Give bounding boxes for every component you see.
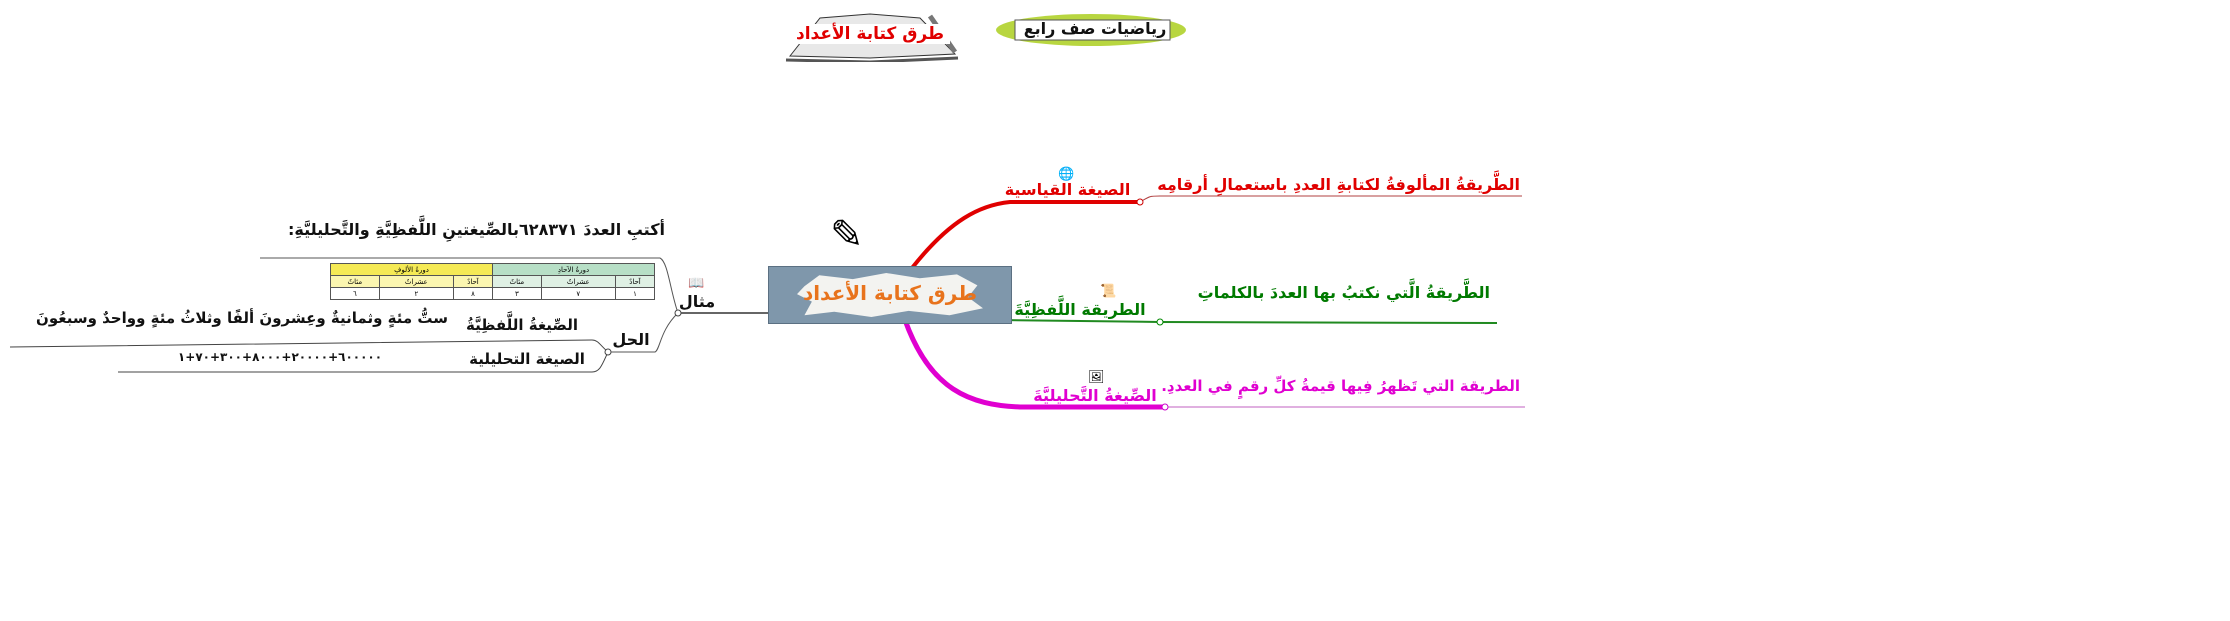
place-header: مئاتٌ [330,275,380,288]
globe-icon: 🌐 [1058,167,1075,182]
place-header: آحادٌ [452,275,494,288]
solution-label[interactable]: الحل [612,330,650,349]
branch-expanded-description: الطريقة التي تَظهرُ فِيها قيمةُ كلِّ رقم… [1161,377,1520,395]
branch-verbal-description: الطَّريقةُ الَّتي نكتبُ بها العددَ بالكل… [1197,283,1490,302]
example-question: أكتبِ العددَ ٦٢٨٣٧١بالصِّيغتينِ اللَّفظِ… [287,220,665,239]
digit-cell: ٢ [378,287,454,300]
branch-expanded-label[interactable]: الصِّيغةُ التَّحليليَّةَ [1033,386,1157,405]
verbal-form-label[interactable]: الصِّيغةُ اللَّفظِيَّةُ [466,316,578,334]
period-thousands: دورةُ الألوفِ [329,263,494,276]
expanded-form-value: ٦٠٠٠٠٠+٢٠٠٠٠+٨٠٠٠+٣٠٠+٧٠+١ [177,350,383,364]
period-ones: دورةُ الآحادِ [492,263,655,276]
digit-cell: ٨ [452,287,494,300]
center-topic-label: طرق كتابة الأعداد [802,281,978,305]
grade-badge [993,12,1188,48]
digit-cell: ٣ [492,287,542,300]
example-label[interactable]: مثال [678,292,716,311]
branch-standard-label[interactable]: الصيغة القياسية [1004,180,1131,199]
place-header: مئاتٌ [492,275,542,288]
picture-icon: 🖼 [1088,370,1105,385]
place-header: آحادٌ [614,275,656,288]
scroll-icon: 📜 [1100,284,1117,299]
digit-cell: ٧ [540,287,616,300]
verbal-form-value: ستُّ مئةٍ وثمانيةٌ وعِشرونَ ألفًا وثلاثُ… [36,309,448,327]
book-title: طرق كتابة الأعداد [790,24,950,44]
place-header: عشراتٌ [378,275,454,288]
branch-verbal-label[interactable]: الطريقة اللَّفظِيَّةَ [1014,300,1146,319]
place-value-table: دورةُ الآحادِ دورةُ الألوفِ آحادٌ عشراتٌ… [329,263,656,300]
center-topic[interactable]: طرق كتابة الأعداد [768,266,1012,324]
digit-cell: ٦ [330,287,380,300]
pencil-cup-icon: ✎ [830,212,864,258]
digit-cell: ١ [614,287,656,300]
book-small-icon: 📖 [688,276,705,291]
place-header: عشراتٌ [540,275,616,288]
grade-label: رياضيات صف رابع [1023,19,1167,38]
branch-standard-description: الطَّريقةُ المألوفةُ لكتابةِ العددِ باست… [1157,175,1520,194]
expanded-form-label[interactable]: الصيغة التحليلية [469,350,585,368]
